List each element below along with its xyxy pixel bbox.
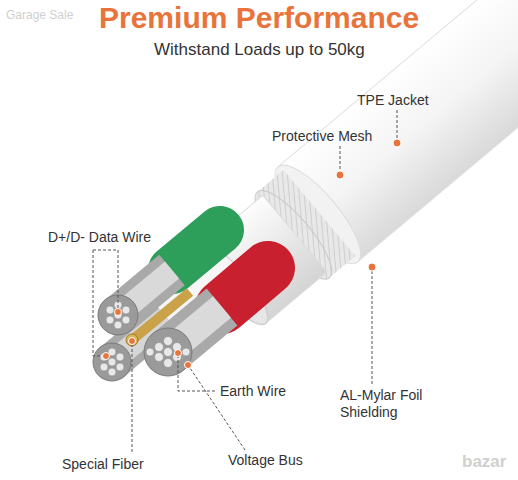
green-insulation xyxy=(172,230,220,270)
strand-ends xyxy=(100,348,124,376)
leader-line xyxy=(118,250,119,312)
fiber-end xyxy=(126,334,138,346)
leader-line xyxy=(372,270,373,384)
part-label: D+/D- Data Wire xyxy=(48,229,151,246)
bundle-end xyxy=(144,328,192,376)
part-label: AL-Mylar Foil Shielding xyxy=(340,387,444,421)
leader-line xyxy=(190,368,245,450)
bundle-end xyxy=(93,343,131,381)
watermark-logo: bazar xyxy=(462,452,506,472)
part-label: TPE Jacket xyxy=(357,92,429,109)
part-label: Protective Mesh xyxy=(272,128,372,145)
leader-line xyxy=(132,344,133,452)
leader-line xyxy=(93,250,118,251)
leader-line xyxy=(93,250,106,356)
red-insulation xyxy=(222,268,268,307)
part-label: Voltage Bus xyxy=(228,452,303,469)
part-label: Special Fiber xyxy=(62,456,144,473)
leader-line xyxy=(340,146,341,172)
title-heading: Premium Performance xyxy=(99,0,419,36)
inner-wires xyxy=(93,230,268,381)
leader-line xyxy=(397,110,398,140)
watermark: Garage Sale xyxy=(6,8,73,22)
leader-line xyxy=(178,356,215,391)
subtitle: Withstand Loads up to 50kg xyxy=(154,40,365,60)
leader-dots xyxy=(103,139,402,369)
part-label: Earth Wire xyxy=(220,383,286,400)
strand-ends xyxy=(146,337,190,368)
